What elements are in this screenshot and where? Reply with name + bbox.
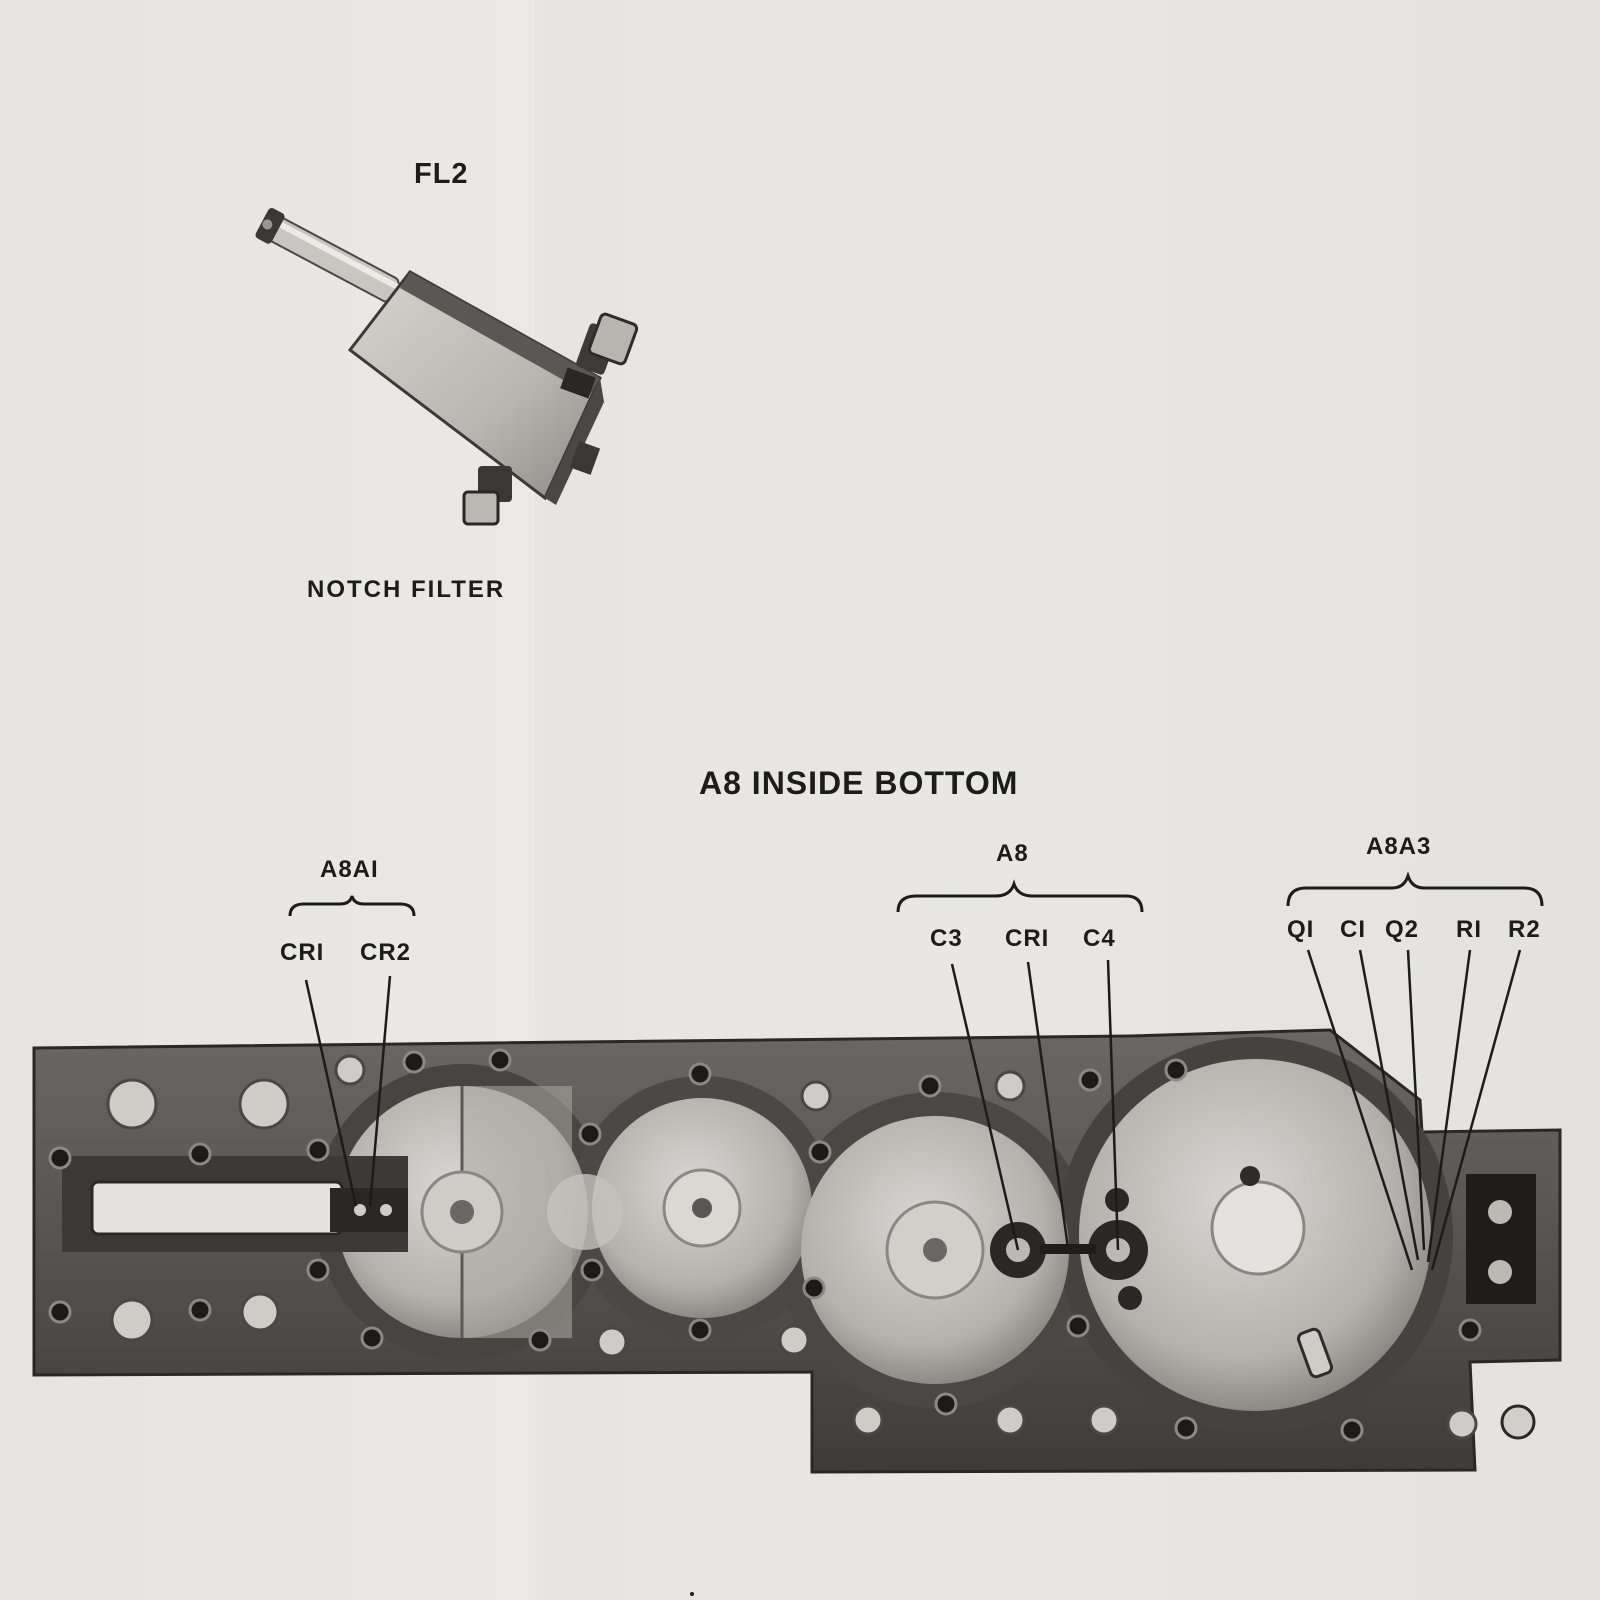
leader-a8a1-cr2 [368,975,392,1207]
ref-a8a1-cr1: CRI [280,939,325,966]
group-label-a8a1: A8AI [320,856,379,883]
group-label-a8: A8 [996,840,1029,867]
mounting-holes [48,1048,1482,1442]
leader-a8a3-r1 [1426,949,1472,1263]
bottom-connector [462,441,601,526]
screw-heads [106,1054,1478,1440]
leader-a8a3-q2 [1406,949,1426,1251]
leader-a8a3-c1 [1358,949,1420,1261]
cavity-disc-4 [1079,1059,1431,1411]
brace-a8 [896,879,1144,913]
brace-a8a3 [1286,871,1544,907]
leader-a8a3-r2 [1430,949,1522,1271]
ref-a8a3-q1: QI [1287,916,1315,943]
leader-a8a3-q1 [1306,949,1414,1271]
ref-a8a3-q2: Q2 [1385,916,1420,943]
leader-a8-c4 [1106,959,1120,1251]
leader-a8-c3 [950,963,1020,1251]
ref-a8a3-r1: RI [1456,916,1482,943]
ref-a8-c4: C4 [1083,925,1116,952]
page-fold [530,0,533,1000]
fl2-label: FL2 [414,158,469,190]
a8-assembly-photo [32,1028,1562,1474]
diode-assembly [62,1156,408,1252]
leader-a8a1-cr1 [304,979,358,1207]
cavity-disc-2 [592,1098,812,1318]
output-connector-box [1466,1174,1536,1440]
notch-filter-caption: NOTCH FILTER [307,576,506,603]
group-label-a8a3: A8A3 [1366,833,1432,860]
leader-lines [304,949,1522,1271]
ref-a8-cr1: CRI [1005,925,1050,952]
ref-a8a3-r2: R2 [1508,916,1541,943]
ref-a8a1-cr2: CR2 [360,939,412,966]
leader-a8-cr1 [1026,961,1070,1249]
a8-section-title: A8 INSIDE BOTTOM [699,765,1019,801]
brace-a8a1 [288,895,416,917]
notch-filter-photo [255,208,639,526]
ref-a8a3-c1: CI [1340,916,1366,943]
top-connector [560,312,639,399]
ref-a8-c3: C3 [930,925,963,952]
